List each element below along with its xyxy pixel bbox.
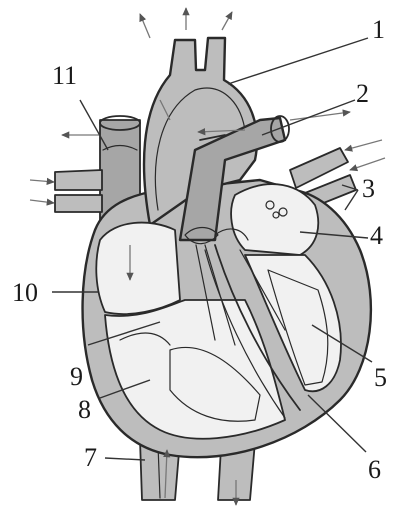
label-11: 11 [52, 61, 77, 90]
label-4: 4 [370, 221, 383, 250]
label-7: 7 [84, 443, 97, 472]
right-pulmonary-veins [55, 170, 102, 212]
label-5: 5 [374, 363, 387, 392]
right-atrium [96, 223, 180, 314]
label-3: 3 [362, 174, 375, 203]
label-2: 2 [356, 79, 369, 108]
left-atrium [231, 184, 318, 255]
label-8: 8 [78, 395, 91, 424]
label-6: 6 [368, 455, 381, 484]
label-1: 1 [372, 15, 385, 44]
label-10: 10 [12, 278, 38, 307]
label-9: 9 [70, 362, 83, 391]
